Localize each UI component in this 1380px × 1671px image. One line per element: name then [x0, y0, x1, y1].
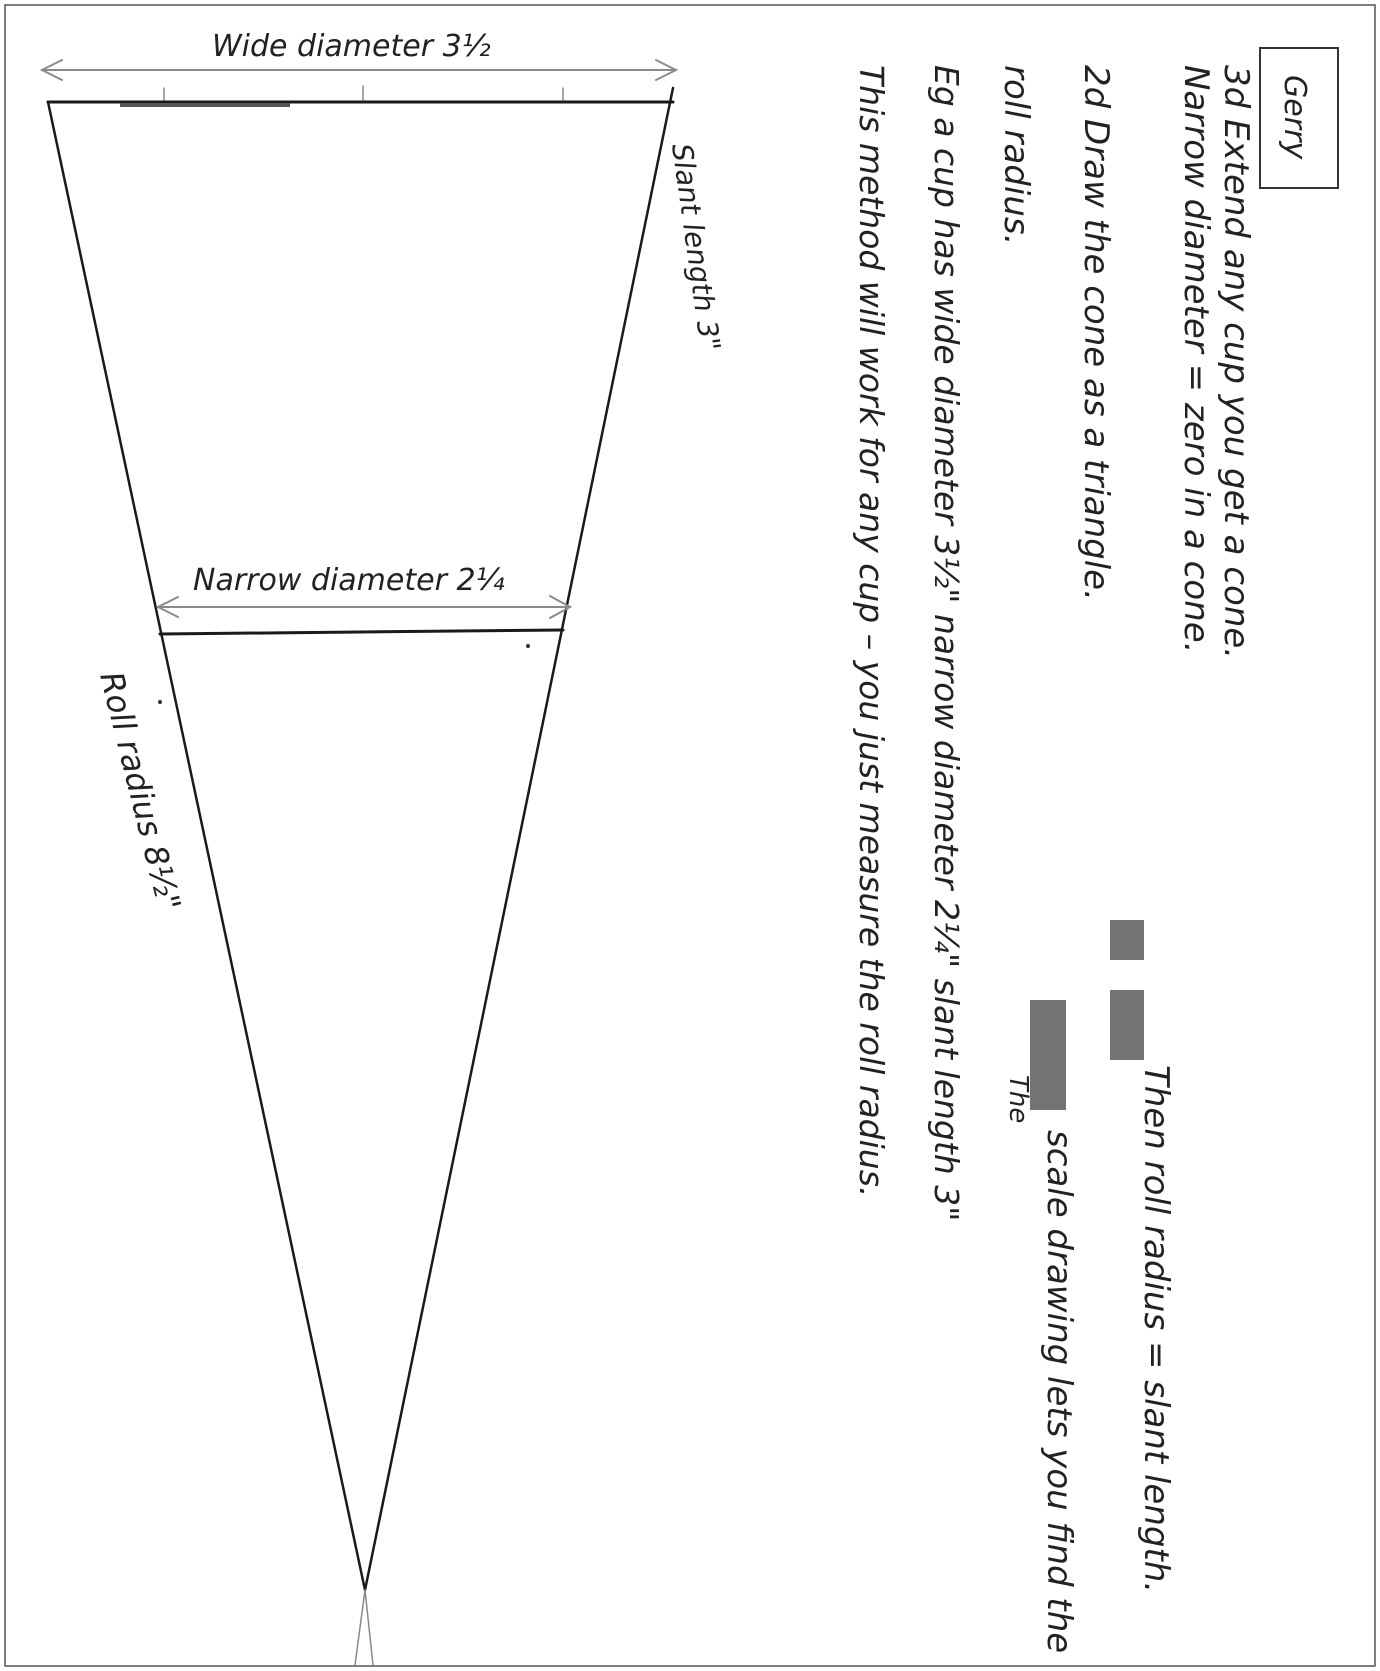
slant-length-label: Slant length 3" [665, 141, 727, 353]
author-name: Gerry [1277, 75, 1312, 160]
scribble-mark [1110, 990, 1144, 1060]
stray-dot [526, 644, 530, 648]
cone-right-side [363, 86, 675, 1592]
cone-diagram [39, 59, 679, 1666]
wide-arrowhead-right [655, 59, 679, 81]
instruction-line-3-insert: The [1003, 1075, 1033, 1123]
narrow-arrowhead-left [155, 596, 179, 618]
instruction-line-3-continued: scale drawing lets you find the [1039, 1130, 1079, 1653]
stray-dot [158, 700, 162, 704]
cone-left-side [46, 100, 367, 1592]
author-box: Gerry [1259, 47, 1339, 189]
instructions: 3d Extend any cup you get a cone. Then r… [852, 65, 1256, 1653]
page-frame [4, 4, 1376, 1667]
instruction-line-1-continued: Then roll radius = slant length. [1136, 1065, 1176, 1593]
narrow-diameter-line [158, 628, 565, 636]
wide-diameter-label: Wide diameter 3½ [212, 29, 491, 64]
scribble-mark [1110, 920, 1144, 960]
instruction-line-2: Narrow diameter = zero in a cone. [1176, 65, 1216, 653]
wide-arrowhead-left [39, 59, 63, 81]
instruction-line-4: roll radius. [996, 65, 1036, 245]
instruction-line-1: 3d Extend any cup you get a cone. [1216, 65, 1256, 659]
instruction-line-5: Eg a cup has wide diameter 3½" narrow di… [927, 65, 966, 1221]
apex-extension [354, 1589, 366, 1666]
scribble-mark [1030, 1000, 1066, 1110]
instruction-line-3: 2d Draw the cone as a triangle. [1076, 65, 1116, 601]
apex-extension [364, 1589, 374, 1666]
instruction-line-6: This method will work for any cup – you … [852, 65, 891, 1197]
narrow-diameter-label: Narrow diameter 2¼ [193, 563, 505, 598]
roll-radius-label: Roll radius 8½" [92, 668, 188, 915]
narrow-arrowhead-right [549, 595, 573, 619]
